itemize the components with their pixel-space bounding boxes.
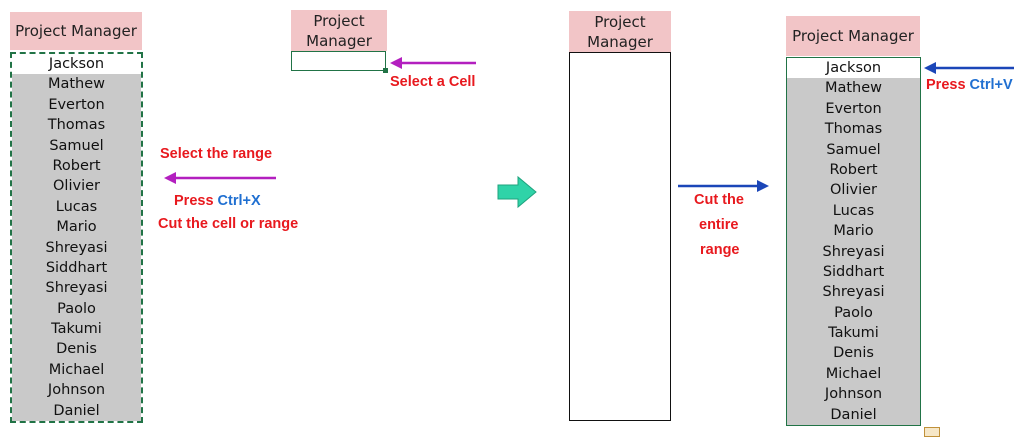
header-line-2: Manager — [587, 32, 653, 51]
name-cell[interactable]: Shreyasi — [787, 241, 920, 262]
range-label: range — [700, 242, 740, 258]
name-cell[interactable]: Olivier — [787, 180, 920, 201]
name-cell[interactable]: Samuel — [787, 139, 920, 160]
name-cell[interactable]: Jackson — [787, 58, 920, 79]
name-cell[interactable]: Mathew — [12, 74, 141, 95]
name-cell[interactable]: Everton — [12, 94, 141, 116]
ctrl-x-text: Ctrl+X — [217, 193, 261, 209]
blue-arrow-right — [678, 180, 769, 192]
name-cell[interactable]: Shreyasi — [12, 278, 141, 299]
name-cell[interactable]: Jackson — [12, 54, 141, 75]
name-cell[interactable]: Denis — [787, 343, 920, 364]
name-cell[interactable]: Johnson — [787, 384, 920, 405]
name-cell[interactable]: Johnson — [12, 380, 141, 401]
cut-cell-label: Cut the cell or range — [158, 216, 299, 232]
name-cell[interactable]: Takumi — [787, 323, 920, 344]
name-cell[interactable]: Michael — [12, 359, 141, 381]
ctrl-v-text: Ctrl+V — [969, 77, 1013, 93]
header-line-1: Project — [313, 11, 365, 30]
press-ctrl-v-label: Press Ctrl+V — [926, 77, 1013, 93]
cut-the-label: Cut the — [694, 192, 744, 208]
name-cell[interactable]: Daniel — [12, 400, 141, 422]
magenta-arrow-left-2 — [390, 57, 476, 69]
name-cell[interactable]: Olivier — [12, 176, 141, 197]
transition-arrow-icon — [497, 175, 537, 209]
press-ctrl-x-label: Press Ctrl+X — [174, 193, 261, 209]
name-cell[interactable]: Shreyasi — [12, 237, 141, 258]
name-cell[interactable]: Samuel — [12, 135, 141, 156]
name-cell[interactable]: Thomas — [787, 119, 920, 140]
name-cell[interactable]: Thomas — [12, 115, 141, 136]
select-range-label: Select the range — [160, 146, 273, 162]
name-cell[interactable]: Paolo — [12, 298, 141, 320]
name-cell[interactable]: Siddhart — [12, 257, 141, 279]
name-cell[interactable]: Siddhart — [787, 261, 920, 283]
fill-handle[interactable] — [383, 68, 388, 73]
selected-empty-cell[interactable] — [291, 51, 386, 71]
header-line-2: Manager — [306, 31, 372, 50]
select-cell-label: Select a Cell — [390, 74, 476, 90]
header-cell-3[interactable]: Project Manager — [569, 11, 671, 52]
name-cell[interactable]: Michael — [787, 363, 920, 385]
name-cell[interactable]: Mathew — [787, 78, 920, 99]
press-text: Press — [926, 77, 966, 93]
blue-arrow-left — [924, 62, 1014, 74]
name-cell[interactable]: Lucas — [12, 196, 141, 218]
header-cell-2[interactable]: Project Manager — [291, 10, 387, 51]
name-cell[interactable]: Lucas — [787, 200, 920, 222]
name-cell[interactable]: Mario — [12, 217, 141, 238]
header-line-1: Project — [594, 12, 646, 31]
press-text: Press — [174, 193, 214, 209]
header-cell-4[interactable]: Project Manager — [786, 16, 920, 56]
magenta-arrow-left-1 — [164, 172, 276, 184]
name-cell[interactable]: Everton — [787, 98, 920, 120]
name-cell[interactable]: Mario — [787, 221, 920, 242]
name-cell[interactable]: Takumi — [12, 319, 141, 340]
entire-label: entire — [699, 217, 739, 233]
empty-cut-range[interactable] — [569, 52, 671, 421]
name-cell[interactable]: Paolo — [787, 302, 920, 324]
name-cell[interactable]: Denis — [12, 339, 141, 360]
name-cell[interactable]: Robert — [787, 159, 920, 181]
name-cell[interactable]: Shreyasi — [787, 282, 920, 303]
header-cell-1[interactable]: Project Manager — [10, 12, 142, 50]
name-cell[interactable]: Daniel — [787, 404, 920, 426]
name-cell[interactable]: Robert — [12, 155, 141, 177]
